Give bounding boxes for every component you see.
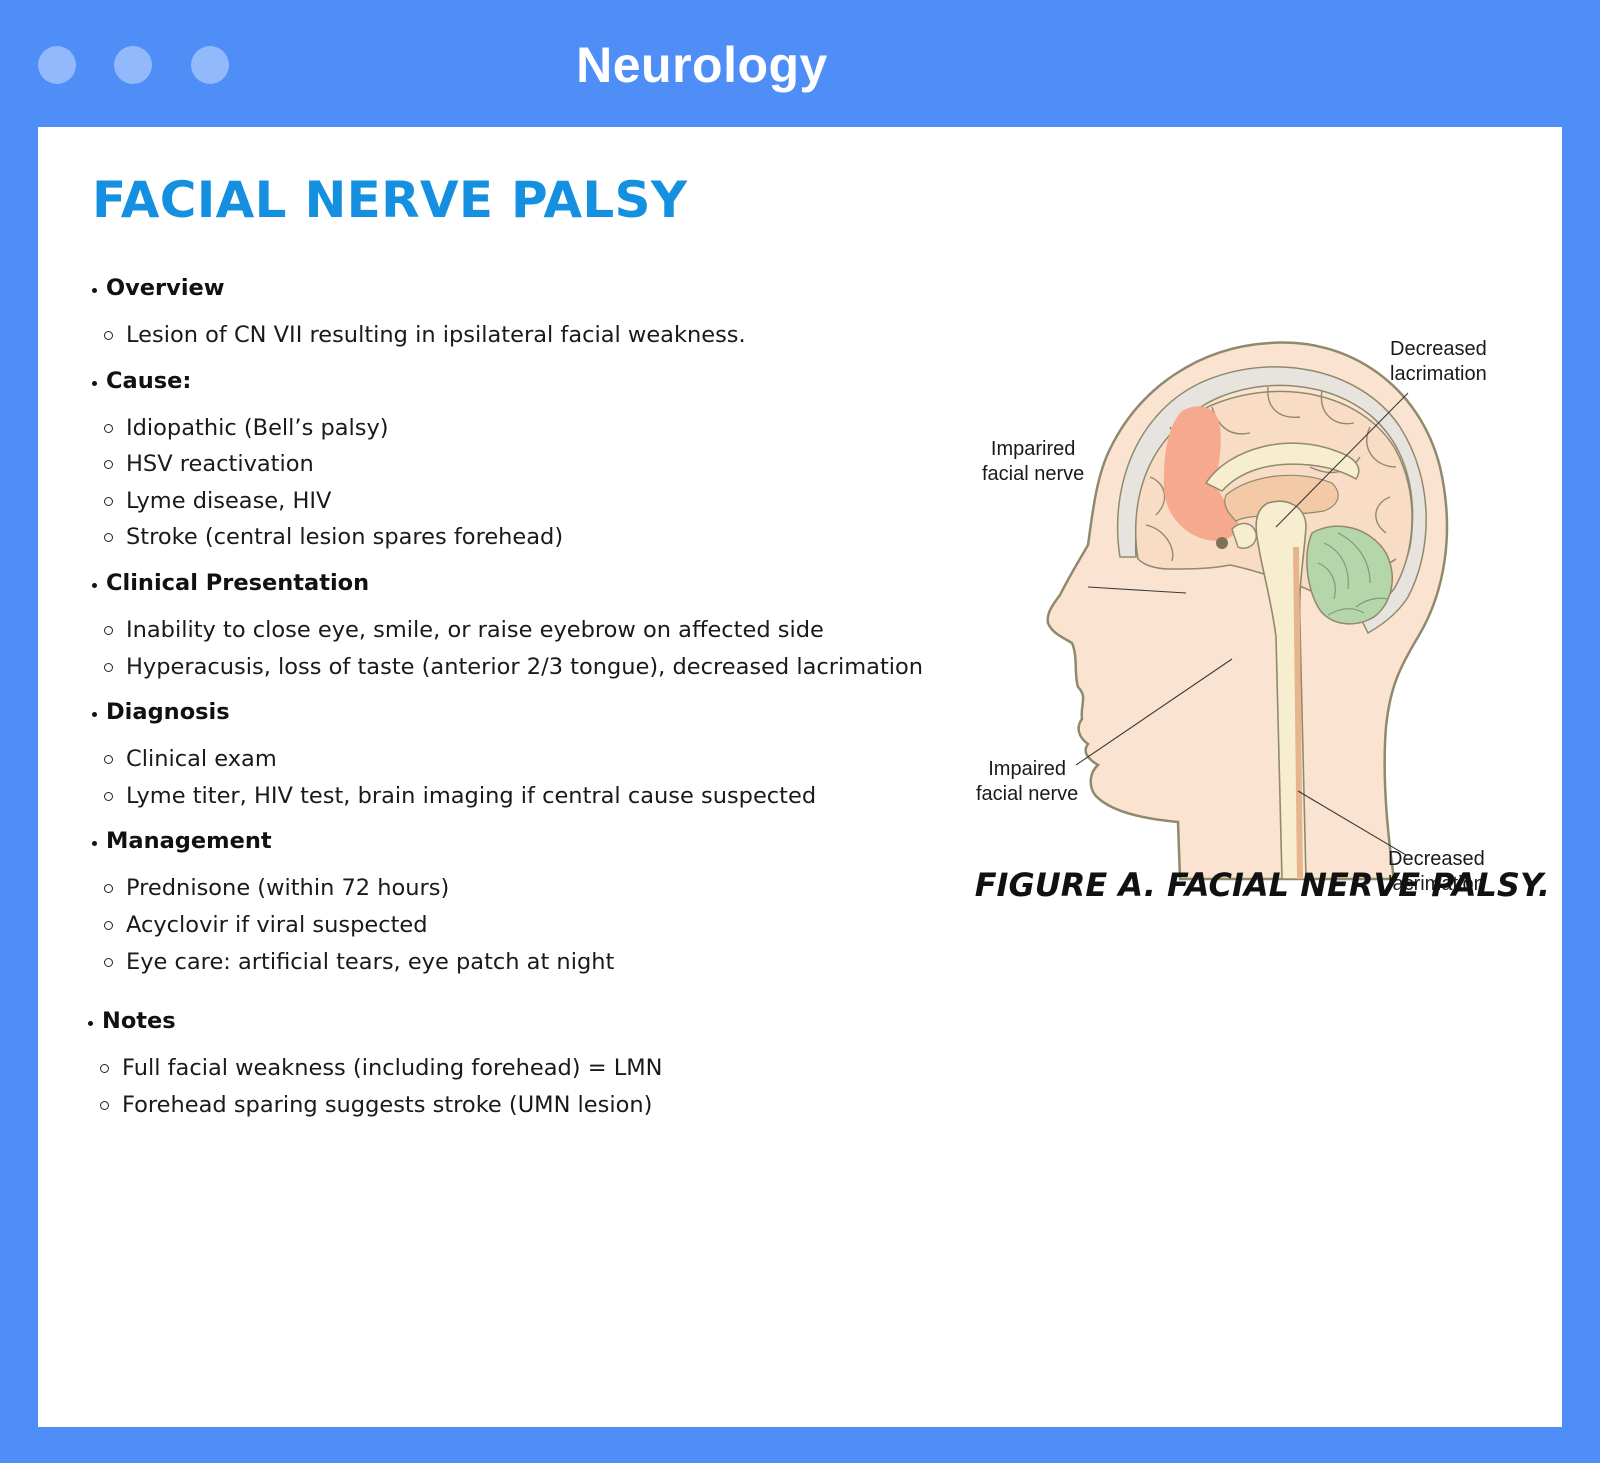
- section-clinical-presentation: Clinical Presentation Inability to close…: [90, 560, 960, 689]
- thalamus: [1224, 474, 1339, 522]
- list-item: Clinical exam: [90, 741, 960, 778]
- page-title: FACIAL NERVE PALSY: [92, 171, 688, 229]
- bullet-list: Inability to close eye, smile, or raise …: [90, 606, 960, 689]
- title-bar: Neurology: [0, 0, 1600, 127]
- list-item: Eye care: artificial tears, eye patch at…: [90, 944, 960, 981]
- content-page: FACIAL NERVE PALSY Overview Lesion of CN…: [38, 127, 1562, 1427]
- list-item: Prednisone (within 72 hours): [90, 870, 960, 907]
- window-close-dot[interactable]: [38, 46, 76, 84]
- section-title: Clinical Presentation: [90, 560, 960, 606]
- leader-lines: [1075, 392, 1409, 856]
- bullet-list: Clinical exam Lyme titer, HIV test, brai…: [90, 735, 960, 818]
- list-item: Lesion of CN VII resulting in ipsilatera…: [90, 317, 960, 354]
- figure-caption: FIGURE A. FACIAL NERVE PALSY.: [974, 866, 1550, 904]
- section-cause: Cause: Idiopathic (Bell’s palsy) HSV rea…: [90, 358, 960, 560]
- sagittal-head-illustration: [1046, 341, 1449, 881]
- list-item: Idiopathic (Bell’s palsy): [90, 410, 960, 447]
- list-item: Forehead sparing suggests stroke (UMN le…: [86, 1087, 960, 1124]
- notes-column: Overview Lesion of CN VII resulting in i…: [88, 265, 960, 1127]
- list-item: Full facial weakness (including forehead…: [86, 1050, 960, 1087]
- label-impaired-facial-nerve-upper: Imparired facial nerve: [982, 438, 1085, 485]
- list-item: Inability to close eye, smile, or raise …: [90, 612, 960, 649]
- list-item: Lyme titer, HIV test, brain imaging if c…: [90, 778, 960, 815]
- section-title: Notes: [86, 998, 960, 1044]
- window-minimize-dot[interactable]: [114, 46, 152, 84]
- list-item: Lyme disease, HIV: [90, 483, 960, 520]
- window-title: Neurology: [576, 37, 828, 93]
- bullet-list: Idiopathic (Bell’s palsy) HSV reactivati…: [90, 404, 960, 560]
- lesion-area: [1163, 406, 1239, 541]
- head-anatomy-figure: Decreased lacrimation Imparired facial n…: [950, 307, 1550, 907]
- label-decreased-lacrimation-bottom: Decreased lacrimation: [1388, 848, 1485, 895]
- section-title: Diagnosis: [90, 689, 960, 735]
- pituitary: [1231, 522, 1257, 549]
- spacer: [90, 984, 960, 998]
- bullet-list: Full facial weakness (including forehead…: [86, 1044, 960, 1127]
- list-item: HSV reactivation: [90, 446, 960, 483]
- section-title: Management: [90, 818, 960, 864]
- cerebellum-folia: [1317, 532, 1389, 616]
- label-decreased-lacrimation-top: Decreased lacrimation: [1390, 338, 1487, 385]
- corpus-callosum: [1204, 442, 1360, 492]
- section-notes: Notes Full facial weakness (including fo…: [86, 998, 960, 1127]
- window-maximize-dot[interactable]: [191, 46, 229, 84]
- section-management: Management Prednisone (within 72 hours) …: [90, 818, 960, 984]
- section-title: Cause:: [90, 358, 960, 404]
- list-item: Acyclovir if viral suspected: [90, 907, 960, 944]
- label-impaired-facial-nerve-lower: Impaired facial nerve: [976, 758, 1079, 805]
- list-item: Stroke (central lesion spares forehead): [90, 519, 960, 556]
- skull-band: [1116, 366, 1427, 635]
- list-item: Hyperacusis, loss of taste (anterior 2/3…: [90, 649, 960, 686]
- nerve-nucleus: [1216, 537, 1228, 549]
- bullet-list: Lesion of CN VII resulting in ipsilatera…: [90, 311, 960, 358]
- section-title: Overview: [90, 265, 960, 311]
- spinal-canal-line: [1293, 546, 1303, 880]
- bullet-list: Prednisone (within 72 hours) Acyclovir i…: [90, 864, 960, 984]
- section-overview: Overview Lesion of CN VII resulting in i…: [90, 265, 960, 358]
- section-diagnosis: Diagnosis Clinical exam Lyme titer, HIV …: [90, 689, 960, 818]
